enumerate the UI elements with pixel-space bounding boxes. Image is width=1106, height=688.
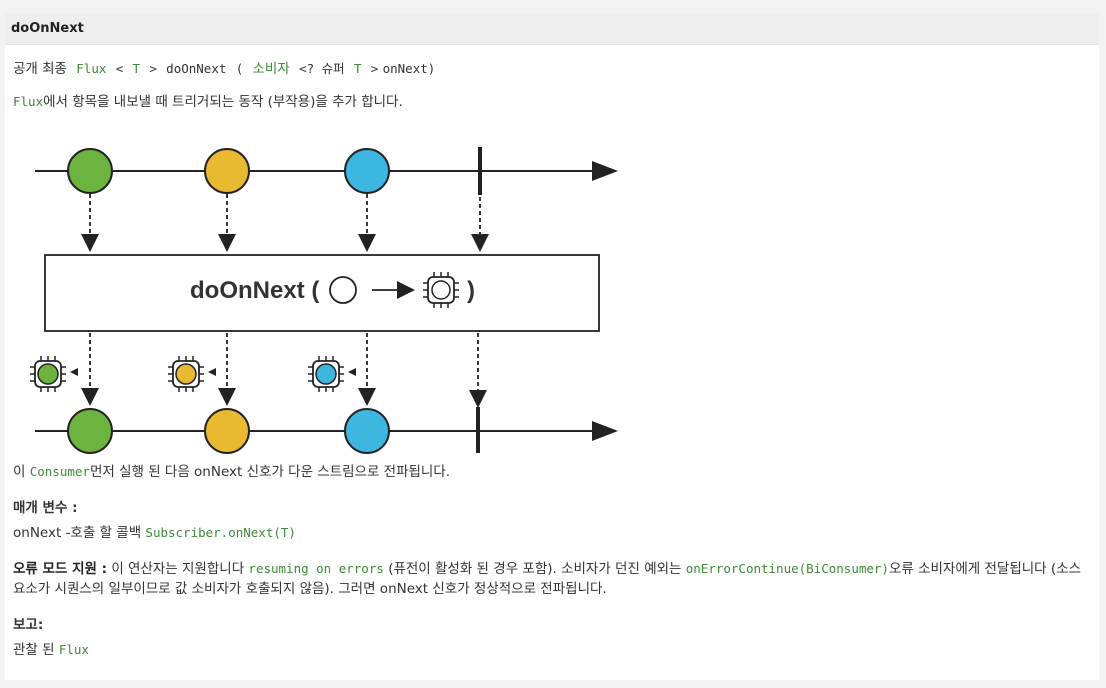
after-prefix: 이 <box>13 464 26 480</box>
consumer-chip-icon <box>422 271 460 309</box>
marble-diagram: doOnNext ( ) <box>29 147 618 454</box>
param-type-link[interactable]: 소비자 <box>252 61 290 77</box>
returns-text: 관찰 된 <box>13 642 55 658</box>
param-entry: onNext -호출 할 콜백 Subscriber.onNext(T) <box>13 523 296 543</box>
type-param: T <box>132 61 141 76</box>
result-marble-yellow <box>204 408 250 454</box>
resuming-on-errors-link[interactable]: resuming on errors <box>248 561 384 576</box>
chip-pointer-yellow <box>208 368 216 376</box>
consumer-link[interactable]: Consumer <box>29 464 90 479</box>
error-mode-text-1: 이 연산자는 지원합니다 <box>111 561 245 577</box>
error-mode-paragraph: 오류 모드 지원 : 이 연산자는 지원합니다 resuming on erro… <box>13 559 1097 599</box>
param-name: onNext) <box>382 61 436 76</box>
operator-input-circle <box>329 276 357 304</box>
source-marble-yellow <box>204 148 250 194</box>
result-timeline-arrow <box>592 421 618 441</box>
after-diagram-text: 이 Consumer먼저 실행 된 다음 onNext 신호가 다운 스트림으로… <box>13 462 450 482</box>
error-mode-text-3: 오류 소비자에게 전달됩니다 (소스 요소가 시퀀스의 일부이므로 값 소비자가… <box>13 561 1081 597</box>
gt: > <box>149 61 157 76</box>
gt2: > <box>370 61 379 76</box>
method-signature: 공개 최종 Flux < T > doOnNext ( 소비자 <? 슈퍼 T … <box>13 59 435 79</box>
param-entry-text: -호출 할 콜백 <box>65 525 142 541</box>
operator-box <box>44 254 600 332</box>
chip-pointer-blue <box>348 368 356 376</box>
result-marble-green <box>67 408 113 454</box>
side-effect-chip-blue-icon <box>307 355 345 393</box>
side-effect-chip-yellow-icon <box>167 355 205 393</box>
description: Flux에서 항목을 내보낼 때 트리거되는 동작 (부작용)을 추가 합니다. <box>13 92 403 112</box>
input-arrows <box>81 194 489 252</box>
source-marble-blue <box>344 148 390 194</box>
source-marble-green <box>67 148 113 194</box>
error-mode-heading: 오류 모드 지원 : <box>13 561 108 577</box>
returns-flux-link[interactable]: Flux <box>58 642 89 657</box>
param-type-param: T <box>353 61 362 76</box>
result-marble-blue <box>344 408 390 454</box>
wildcard: <? 슈퍼 <box>299 61 345 76</box>
error-mode-text-2: (퓨전이 활성화 된 경우 포함). 소비자가 던진 예외는 <box>388 561 682 577</box>
param-entry-name: onNext <box>13 525 62 541</box>
source-timeline-arrow <box>592 161 618 181</box>
after-text: 먼저 실행 된 다음 onNext 신호가 다운 스트림으로 전파됩니다. <box>89 464 451 480</box>
method-title: doOnNext <box>5 13 1099 45</box>
side-effect-chip-green-icon <box>29 355 67 393</box>
lt: < <box>115 61 124 76</box>
flux-link[interactable]: Flux <box>13 94 44 109</box>
params-heading: 매개 변수 : <box>13 500 78 516</box>
returns-heading: 보고: <box>13 617 44 633</box>
description-text: 에서 항목을 내보낼 때 트리거되는 동작 (부작용)을 추가 합니다. <box>43 94 403 110</box>
modifiers: 공개 최종 <box>13 61 67 77</box>
returns-entry: 관찰 된 Flux <box>13 640 89 660</box>
on-error-continue-link[interactable]: onErrorContinue(BiConsumer) <box>685 561 889 576</box>
output-arrows <box>81 333 487 408</box>
operator-label: doOnNext ( <box>190 277 319 304</box>
subscriber-onnext-link[interactable]: Subscriber.onNext(T) <box>145 525 296 540</box>
open-paren: ( <box>235 61 244 76</box>
operator-close-paren: ) <box>467 277 475 304</box>
chip-pointer-green <box>70 368 78 376</box>
method-name: doOnNext <box>166 61 227 76</box>
doc-card: doOnNext 공개 최종 Flux < T > doOnNext ( 소비자… <box>5 13 1099 680</box>
return-type-link[interactable]: Flux <box>76 61 107 76</box>
